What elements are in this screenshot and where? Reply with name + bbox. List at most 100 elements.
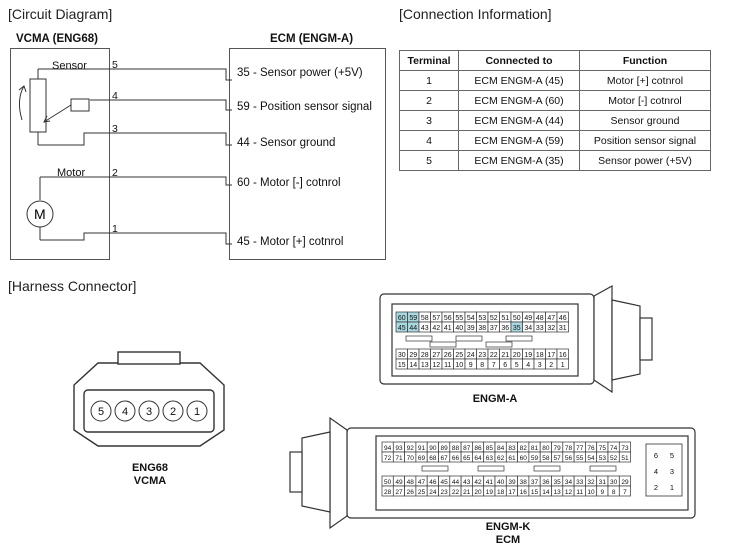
connector-cell-label: 8 [612, 489, 616, 496]
connector-cell-label: 27 [395, 489, 403, 496]
connector-cell-label: 85 [486, 445, 494, 452]
ecm-target-35: 35 - Sensor power (+5V) [237, 67, 363, 79]
connector-cell-label: 6 [503, 362, 507, 369]
connector-cell-label: 16 [559, 352, 567, 359]
connector-cell-label: 44 [409, 325, 417, 332]
connector-cell-label: 9 [469, 362, 473, 369]
connector-cell-label: 19 [524, 352, 532, 359]
connector-cell-label: 50 [384, 479, 392, 486]
pin-number: 1 [112, 223, 118, 235]
connector-cell-label: 38 [478, 325, 486, 332]
connector-cell-label: 51 [621, 455, 629, 462]
connector-cell-label: 25 [455, 352, 463, 359]
connector-cell-label: 76 [587, 445, 595, 452]
connector-cell-label: 38 [520, 479, 528, 486]
connector-cell-label: 43 [421, 325, 429, 332]
connector-key [477, 465, 505, 472]
table-cell: ECM ENGM-A (44) [458, 110, 580, 131]
eng68-pin [114, 400, 136, 422]
connector-cell [618, 451, 631, 463]
connector-key [455, 335, 483, 342]
connector-cell-label: 36 [542, 479, 550, 486]
connector-cell-label: 13 [421, 362, 429, 369]
engm-k-name: ENGM-K [485, 521, 531, 533]
wire-pin3 [90, 132, 232, 146]
connector-cell-label: 60 [520, 455, 528, 462]
eng68-pin [186, 400, 208, 422]
eng68-sub: VCMA [133, 475, 167, 487]
connector-cell-label: 69 [418, 455, 426, 462]
side-cell-label: 1 [670, 483, 674, 492]
connector-cell-label: 35 [554, 479, 562, 486]
ecm-target-45: 45 - Motor [+] cotnrol [237, 236, 344, 248]
pin-number: 2 [112, 167, 118, 179]
connector-cell-label: 37 [531, 479, 539, 486]
eng68-pin-label: 4 [122, 406, 128, 418]
connector-cell-label: 47 [418, 479, 426, 486]
connector-cell-label: 32 [547, 325, 555, 332]
connector-cell-label: 16 [520, 489, 528, 496]
connector-cell-label: 33 [576, 479, 584, 486]
connector-cell-label: 63 [486, 455, 494, 462]
connector-cell-label: 46 [559, 315, 567, 322]
connector-cell-label: 20 [474, 489, 482, 496]
connector-cell-label: 80 [542, 445, 550, 452]
connector-cell-label: 42 [432, 325, 440, 332]
connector-cell-label: 59 [409, 315, 417, 322]
circuit-diagram-title: [Circuit Diagram] [8, 6, 113, 22]
connector-cell-label: 79 [554, 445, 562, 452]
connector-cell-label: 40 [455, 325, 463, 332]
connector-cell-label: 12 [432, 362, 440, 369]
connector-cell-label: 42 [474, 479, 482, 486]
connector-cell-label: 66 [452, 455, 460, 462]
eng68-pin [162, 400, 184, 422]
connector-cell-label: 48 [407, 479, 415, 486]
connector-cell-label: 54 [587, 455, 595, 462]
connector-cell-label: 77 [576, 445, 584, 452]
connector-cell-label: 92 [407, 445, 415, 452]
connector-cell-label: 34 [565, 479, 573, 486]
wire-pin4 [90, 99, 232, 111]
harness-connector-title: [Harness Connector] [8, 278, 137, 294]
connector-key [405, 335, 433, 342]
connector-cell-label: 67 [441, 455, 449, 462]
connector-cell-label: 61 [508, 455, 516, 462]
connector-cell-label: 31 [559, 325, 567, 332]
pin-number: 4 [112, 90, 118, 102]
connector-cell-label: 34 [524, 325, 532, 332]
connector-cell-label: 88 [452, 445, 460, 452]
connector-cell-label: 49 [524, 315, 532, 322]
connector-cell-label: 71 [395, 455, 403, 462]
connector-cell-label: 27 [432, 352, 440, 359]
connector-cell-label: 72 [384, 455, 392, 462]
connector-cell-label: 11 [576, 489, 583, 496]
eng68-pin-label: 5 [98, 406, 104, 418]
table-row: 5 ECM ENGM-A (35) Sensor power (+5V) [399, 150, 711, 171]
connector-cell-label: 22 [452, 489, 460, 496]
connector-cell-label: 53 [478, 315, 486, 322]
connector-cell-label: 28 [384, 489, 392, 496]
connector-cell-label: 74 [610, 445, 618, 452]
ecm-target-44: 44 - Sensor ground [237, 137, 336, 149]
table-row: 2 ECM ENGM-A (60) Motor [-] cotnrol [399, 90, 711, 111]
eng68-pin [138, 400, 160, 422]
ecm-box-title: ECM (ENGM-A) [270, 33, 354, 45]
connector-cell-label: 49 [395, 479, 403, 486]
eng68-pin [90, 400, 112, 422]
eng68-pin-label: 2 [170, 406, 176, 418]
side-block [645, 443, 683, 497]
connector-cell-label: 41 [444, 325, 452, 332]
connector-cell-label: 45 [398, 325, 406, 332]
engm-k-sub: ECM [495, 534, 521, 546]
connector-cell-label: 30 [398, 352, 406, 359]
eng68-pin-label: 3 [146, 406, 152, 418]
motor-label: Motor [57, 167, 86, 179]
pin-number: 5 [112, 59, 118, 71]
connector-cell-label: 41 [486, 479, 494, 486]
connector-cell-label: 24 [467, 352, 475, 359]
connector-cell-label: 90 [429, 445, 437, 452]
side-cell-label: 4 [654, 467, 658, 476]
connector-cell-label: 13 [554, 489, 562, 496]
side-cell-label: 2 [654, 483, 658, 492]
